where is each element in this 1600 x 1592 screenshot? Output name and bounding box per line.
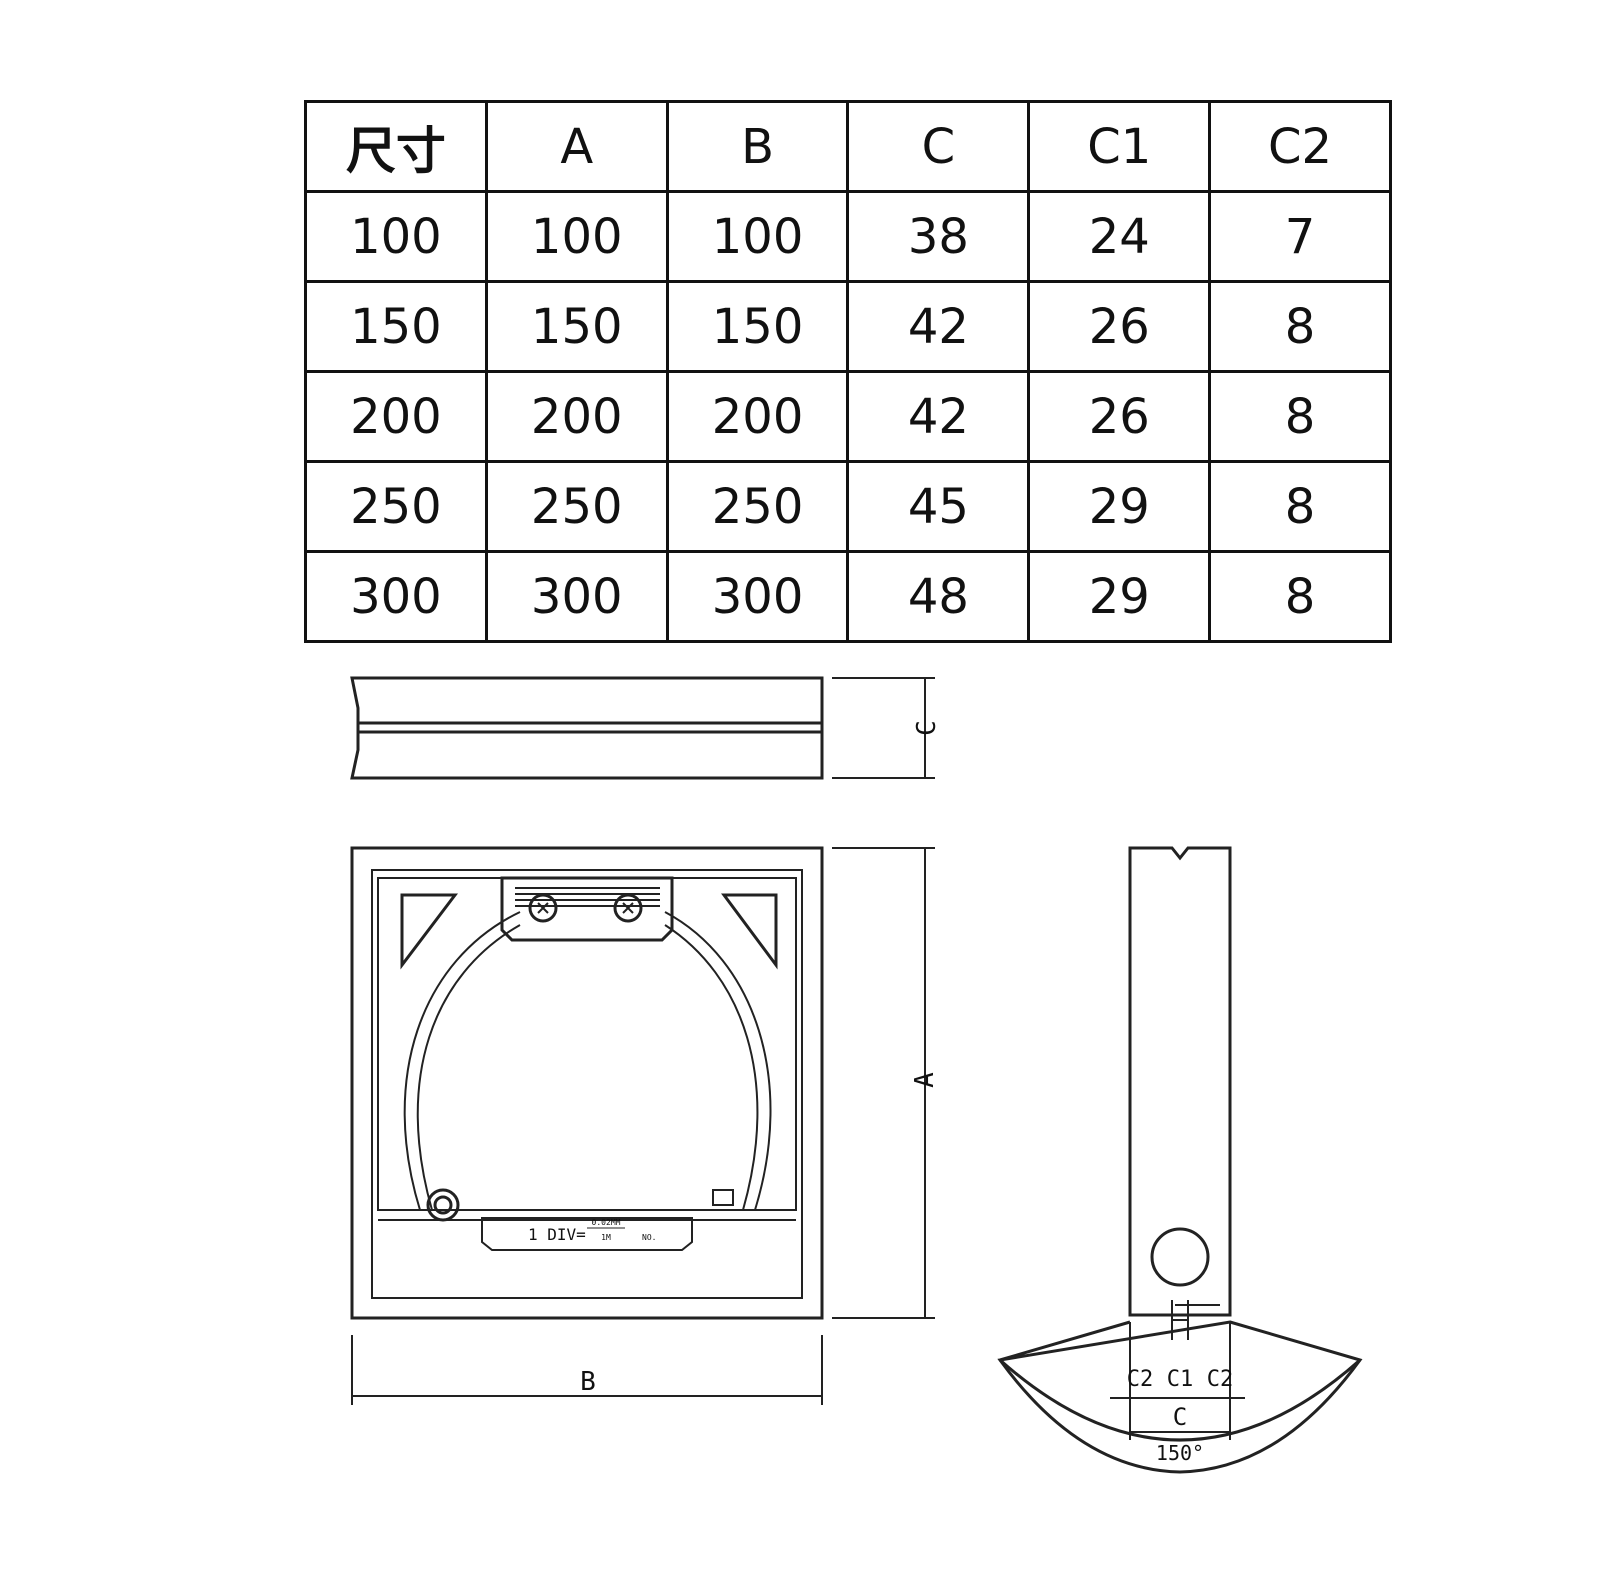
table-cell: 42 <box>846 370 1031 463</box>
angle-label: 150° <box>1156 1441 1204 1465</box>
table-cell: 8 <box>1208 280 1392 373</box>
top-view <box>350 676 935 780</box>
dim-c-label: C <box>912 720 942 736</box>
table-cell: 100 <box>304 190 488 283</box>
table-cell: 26 <box>1027 370 1212 463</box>
side-c2-right-label: C2 <box>1207 1367 1234 1392</box>
table-cell: 29 <box>1027 460 1212 553</box>
table-cell: 38 <box>846 190 1031 283</box>
table-cell: 8 <box>1208 550 1392 643</box>
plate-no: NO. <box>642 1233 656 1242</box>
table-cell: 250 <box>484 460 669 553</box>
table-row: 300 300 300 48 29 8 <box>304 550 1392 643</box>
table-cell: 150 <box>665 280 850 373</box>
header-b: B <box>665 100 850 193</box>
table-cell: 29 <box>1027 550 1212 643</box>
spec-table: 尺寸 A B C C1 C2 100 100 100 38 24 7 150 1… <box>304 100 1392 643</box>
plate-frac-bottom: 1M <box>601 1233 611 1242</box>
dim-a-label: A <box>910 1072 940 1088</box>
plate-frac-top: 0.02MM <box>592 1218 621 1227</box>
header-a: A <box>484 100 669 193</box>
table-row: 250 250 250 45 29 8 <box>304 460 1392 553</box>
table-cell: 300 <box>665 550 850 643</box>
header-size: 尺寸 <box>304 100 488 193</box>
table-cell: 8 <box>1208 370 1392 463</box>
table-header-row: 尺寸 A B C C1 C2 <box>304 100 1392 193</box>
dim-b-label: B <box>580 1367 596 1397</box>
table-cell: 8 <box>1208 460 1392 553</box>
table-cell: 48 <box>846 550 1031 643</box>
table-cell: 300 <box>304 550 488 643</box>
table-cell: 24 <box>1027 190 1212 283</box>
table-cell: 200 <box>304 370 488 463</box>
table-row: 100 100 100 38 24 7 <box>304 190 1392 283</box>
side-c-label: C <box>1173 1403 1187 1431</box>
table-cell: 42 <box>846 280 1031 373</box>
front-view <box>350 846 935 1405</box>
table-cell: 45 <box>846 460 1031 553</box>
table-cell: 250 <box>304 460 488 553</box>
table-cell: 300 <box>484 550 669 643</box>
table-row: 200 200 200 42 26 8 <box>304 370 1392 463</box>
side-view <box>997 846 1363 1474</box>
table-cell: 100 <box>665 190 850 283</box>
table-cell: 200 <box>665 370 850 463</box>
table-cell: 150 <box>304 280 488 373</box>
side-c1-label: C1 <box>1167 1367 1194 1392</box>
table-cell: 150 <box>484 280 669 373</box>
header-c2: C2 <box>1208 100 1392 193</box>
table-cell: 26 <box>1027 280 1212 373</box>
table-cell: 100 <box>484 190 669 283</box>
table-cell: 200 <box>484 370 669 463</box>
header-c: C <box>846 100 1031 193</box>
table-cell: 7 <box>1208 190 1392 283</box>
side-c2-left-label: C2 <box>1127 1367 1154 1392</box>
header-c1: C1 <box>1027 100 1212 193</box>
table-row: 150 150 150 42 26 8 <box>304 280 1392 373</box>
table-cell: 250 <box>665 460 850 553</box>
plate-text: 1 DIV= <box>528 1225 586 1244</box>
